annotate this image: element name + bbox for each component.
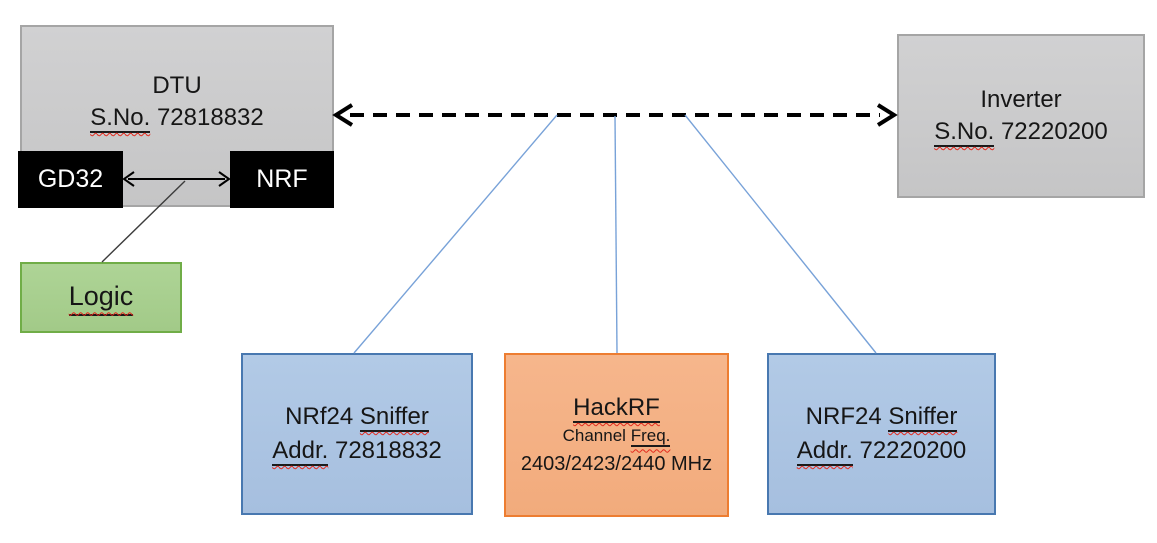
sniffer-right-addr-label: Addr.	[796, 437, 853, 466]
dtu-inverter-dashed-arrow	[332, 103, 898, 127]
sniffer-left-addr-value: 72818832	[334, 437, 442, 464]
sniffer-right-node: NRF24 Sniffer Addr. 72220200	[767, 353, 996, 515]
sniffer-right-addr: Addr. 72220200	[796, 434, 967, 468]
hackrf-frequencies: 2403/2423/2440 MHz	[520, 452, 713, 475]
inverter-title: Inverter	[980, 86, 1062, 114]
sniffer-left-node: NRf24 Sniffer Addr. 72818832	[241, 353, 473, 515]
sniffer-left-name-word: Sniffer	[359, 402, 429, 432]
hackrf-subtitle-prefix: Channel	[562, 426, 626, 446]
sniffer-left-name: NRf24 Sniffer	[285, 400, 429, 434]
sniffer-left-addr-label: Addr.	[272, 437, 329, 466]
tap-line-sniffer-left	[353, 114, 558, 354]
sniffer-right-name: NRF24 Sniffer	[806, 400, 958, 434]
hackrf-node: HackRF Channel Freq. 2403/2423/2440 MHz	[504, 353, 729, 517]
nrf-node: NRF	[230, 151, 334, 208]
dtu-title: DTU	[152, 72, 202, 100]
tap-line-hackrf	[614, 115, 618, 354]
hackrf-subtitle: Channel Freq.	[563, 423, 671, 449]
inverter-serial-number: 72220200	[1000, 118, 1108, 145]
sniffer-right-name-word: Sniffer	[888, 402, 958, 432]
gd32-node: GD32	[18, 151, 123, 208]
hackrf-title: HackRF	[573, 394, 660, 424]
arrowhead-left-icon	[332, 103, 354, 127]
sniffer-left-addr: Addr. 72818832	[272, 434, 442, 468]
sniffer-left-name-prefix: NRf24	[285, 402, 354, 430]
nrf-label: NRF	[256, 165, 308, 193]
logic-label: Logic	[68, 279, 134, 317]
sniffer-right-addr-value: 72220200	[859, 437, 967, 464]
dtu-serial-label: S.No.	[90, 104, 151, 133]
logic-node: Logic	[20, 262, 182, 333]
dtu-serial-number: 72818832	[156, 104, 264, 131]
inverter-serial-label: S.No.	[934, 118, 995, 147]
gd32-label: GD32	[37, 165, 104, 193]
sniffer-right-name-prefix: NRF24	[805, 402, 882, 430]
dtu-serial: S.No. 72818832	[90, 102, 264, 134]
tap-line-sniffer-right	[684, 114, 877, 354]
inverter-node: Inverter S.No. 72220200	[897, 34, 1145, 198]
arrowhead-right-icon	[876, 103, 898, 127]
dtu-label: DTU S.No. 72818832	[90, 70, 264, 134]
hackrf-subtitle-word: Freq.	[630, 426, 671, 448]
inverter-serial: S.No. 72220200	[934, 116, 1108, 148]
